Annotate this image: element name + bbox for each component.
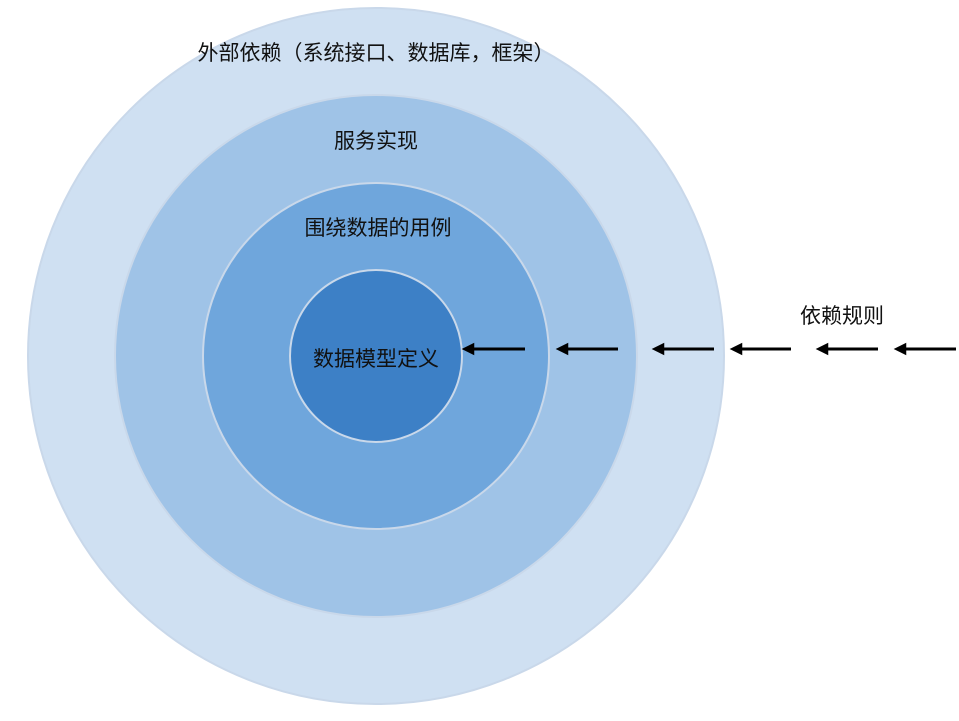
service-implementation-label: 服务实现: [334, 129, 418, 153]
dependency-rule-label: 依赖规则: [800, 304, 884, 328]
use-cases-label: 围绕数据的用例: [305, 216, 452, 240]
data-model-core-circle: [289, 269, 463, 443]
data-model-label: 数据模型定义: [313, 347, 439, 371]
outer-dependencies-label: 外部依赖（系统接口、数据库，框架）: [198, 41, 555, 65]
